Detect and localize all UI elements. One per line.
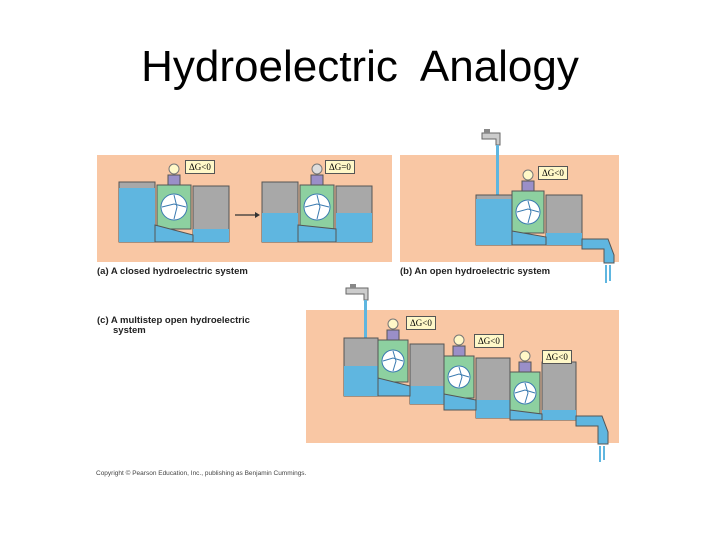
generator <box>167 174 181 186</box>
closed-system-diagram <box>118 163 373 243</box>
generator <box>521 180 535 192</box>
water-left-2 <box>262 213 298 242</box>
light-bulb-icon-2 <box>453 334 465 346</box>
light-bulb-icon-3 <box>519 350 531 362</box>
faucet-icon <box>481 132 501 146</box>
delta-g-label-a2: ΔG=0 <box>325 160 355 174</box>
open-system-diagram <box>475 129 615 283</box>
water-1 <box>344 366 378 396</box>
light-bulb-icon <box>522 169 534 181</box>
light-bulb-icon-1 <box>387 318 399 330</box>
generator-2 <box>452 345 466 357</box>
water-left <box>476 199 512 245</box>
page-title: Hydroelectric Analogy <box>141 42 579 91</box>
water-stream <box>496 145 499 195</box>
water-left <box>119 188 155 242</box>
light-bulb-icon <box>168 163 180 175</box>
caption-c-line2: system <box>113 325 146 336</box>
turbine-wheel <box>160 193 188 221</box>
panel-multistep-system: ΔG<0 ΔG<0 ΔG<0 <box>306 284 619 462</box>
water-right <box>546 233 582 245</box>
multistep-system-diagram <box>343 284 609 462</box>
turbine-wheel-2 <box>303 193 331 221</box>
caption-c-line1: (c) A multistep open hydroelectric <box>97 315 250 326</box>
caption-c: (c) A multistep open hydroelectric syste… <box>97 316 250 336</box>
generator-1 <box>386 329 400 341</box>
outflow-pipe <box>575 415 609 445</box>
panel-open-system: ΔG<0 <box>400 129 619 283</box>
delta-g-label-c2: ΔG<0 <box>474 334 504 348</box>
water-right <box>193 229 229 242</box>
delta-g-label-c1: ΔG<0 <box>406 316 436 330</box>
turbine-wheel <box>515 199 541 225</box>
caption-b: (b) An open hydroelectric system <box>400 266 551 277</box>
panel-closed-system: ΔG<0 ΔG=0 <box>97 155 392 262</box>
water-stream <box>364 300 367 366</box>
caption-a: (a) A closed hydroelectric system <box>97 266 248 277</box>
delta-g-label-b: ΔG<0 <box>538 166 568 180</box>
water-2 <box>410 386 444 404</box>
turbine-wheel-2 <box>447 365 471 389</box>
turbine-wheel-1 <box>381 349 405 373</box>
generator-2 <box>310 174 324 186</box>
turbine-wheel-3 <box>513 381 537 405</box>
generator-3 <box>518 361 532 373</box>
water-right-2 <box>336 213 372 242</box>
delta-g-label-c3: ΔG<0 <box>542 350 572 364</box>
light-bulb-icon-2 <box>311 163 323 175</box>
water-3 <box>476 400 510 418</box>
copyright-credit: Copyright © Pearson Education, Inc., pub… <box>96 470 307 477</box>
delta-g-label-a1: ΔG<0 <box>185 160 215 174</box>
outflow-pipe <box>581 238 615 264</box>
water-4 <box>542 410 576 420</box>
faucet-icon <box>345 287 369 301</box>
